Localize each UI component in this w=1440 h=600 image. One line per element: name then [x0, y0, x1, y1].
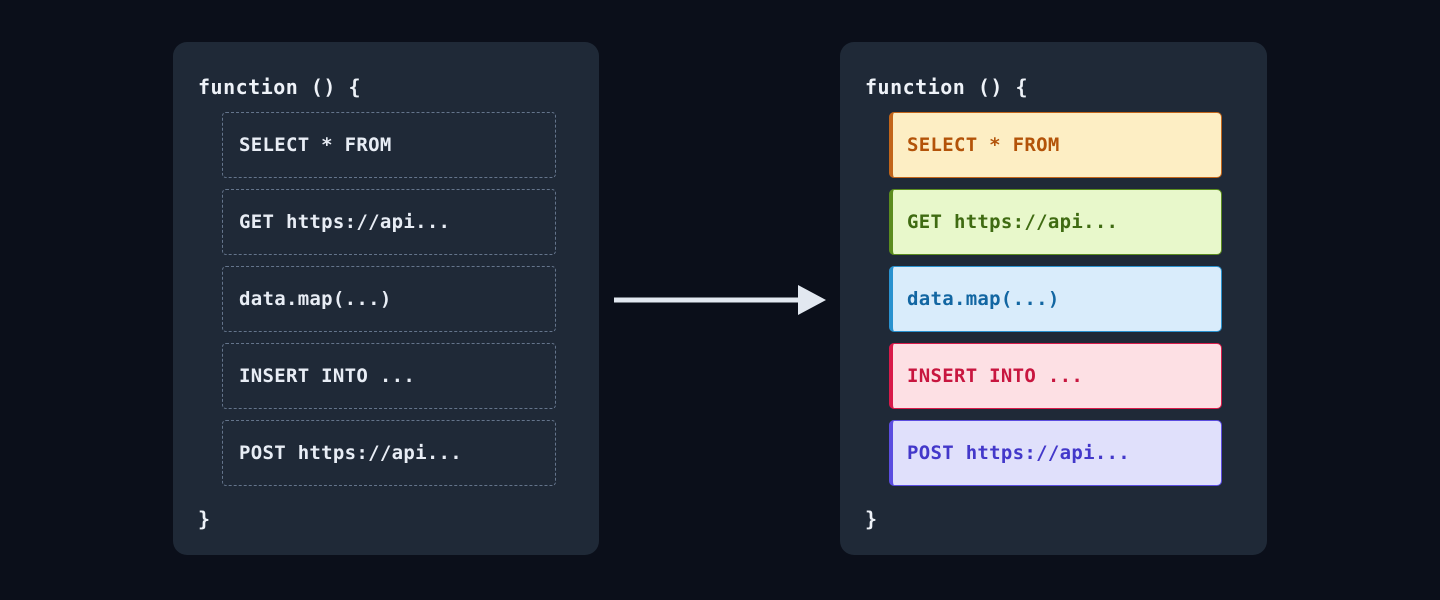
- list-item-sql-insert[interactable]: INSERT INTO ...: [889, 343, 1222, 409]
- statement-text: POST https://api...: [239, 442, 463, 464]
- left-function-open: function () {: [198, 75, 362, 99]
- list-item[interactable]: GET https://api...: [222, 189, 556, 255]
- list-item-sql-select[interactable]: SELECT * FROM: [889, 112, 1222, 178]
- list-item-js-map[interactable]: data.map(...): [889, 266, 1222, 332]
- statement-text: data.map(...): [907, 288, 1060, 310]
- list-item[interactable]: POST https://api...: [222, 420, 556, 486]
- statement-text: INSERT INTO ...: [239, 365, 416, 387]
- left-statement-list: SELECT * FROM GET https://api... data.ma…: [222, 112, 556, 497]
- statement-text: INSERT INTO ...: [907, 365, 1084, 387]
- list-item[interactable]: SELECT * FROM: [222, 112, 556, 178]
- right-statement-list: SELECT * FROM GET https://api... data.ma…: [889, 112, 1222, 497]
- unclassified-code-panel: function () { SELECT * FROM GET https://…: [173, 42, 599, 555]
- statement-text: data.map(...): [239, 288, 392, 310]
- list-item-http-get[interactable]: GET https://api...: [889, 189, 1222, 255]
- list-item[interactable]: data.map(...): [222, 266, 556, 332]
- right-function-open: function () {: [865, 75, 1029, 99]
- statement-text: GET https://api...: [907, 211, 1119, 233]
- list-item[interactable]: INSERT INTO ...: [222, 343, 556, 409]
- statement-text: POST https://api...: [907, 442, 1131, 464]
- right-function-close: }: [865, 507, 878, 531]
- left-function-close: }: [198, 507, 211, 531]
- statement-text: GET https://api...: [239, 211, 451, 233]
- statement-text: SELECT * FROM: [907, 134, 1060, 156]
- list-item-http-post[interactable]: POST https://api...: [889, 420, 1222, 486]
- statement-text: SELECT * FROM: [239, 134, 392, 156]
- transform-arrow-icon: [614, 285, 826, 315]
- classified-code-panel: function () { SELECT * FROM GET https://…: [840, 42, 1267, 555]
